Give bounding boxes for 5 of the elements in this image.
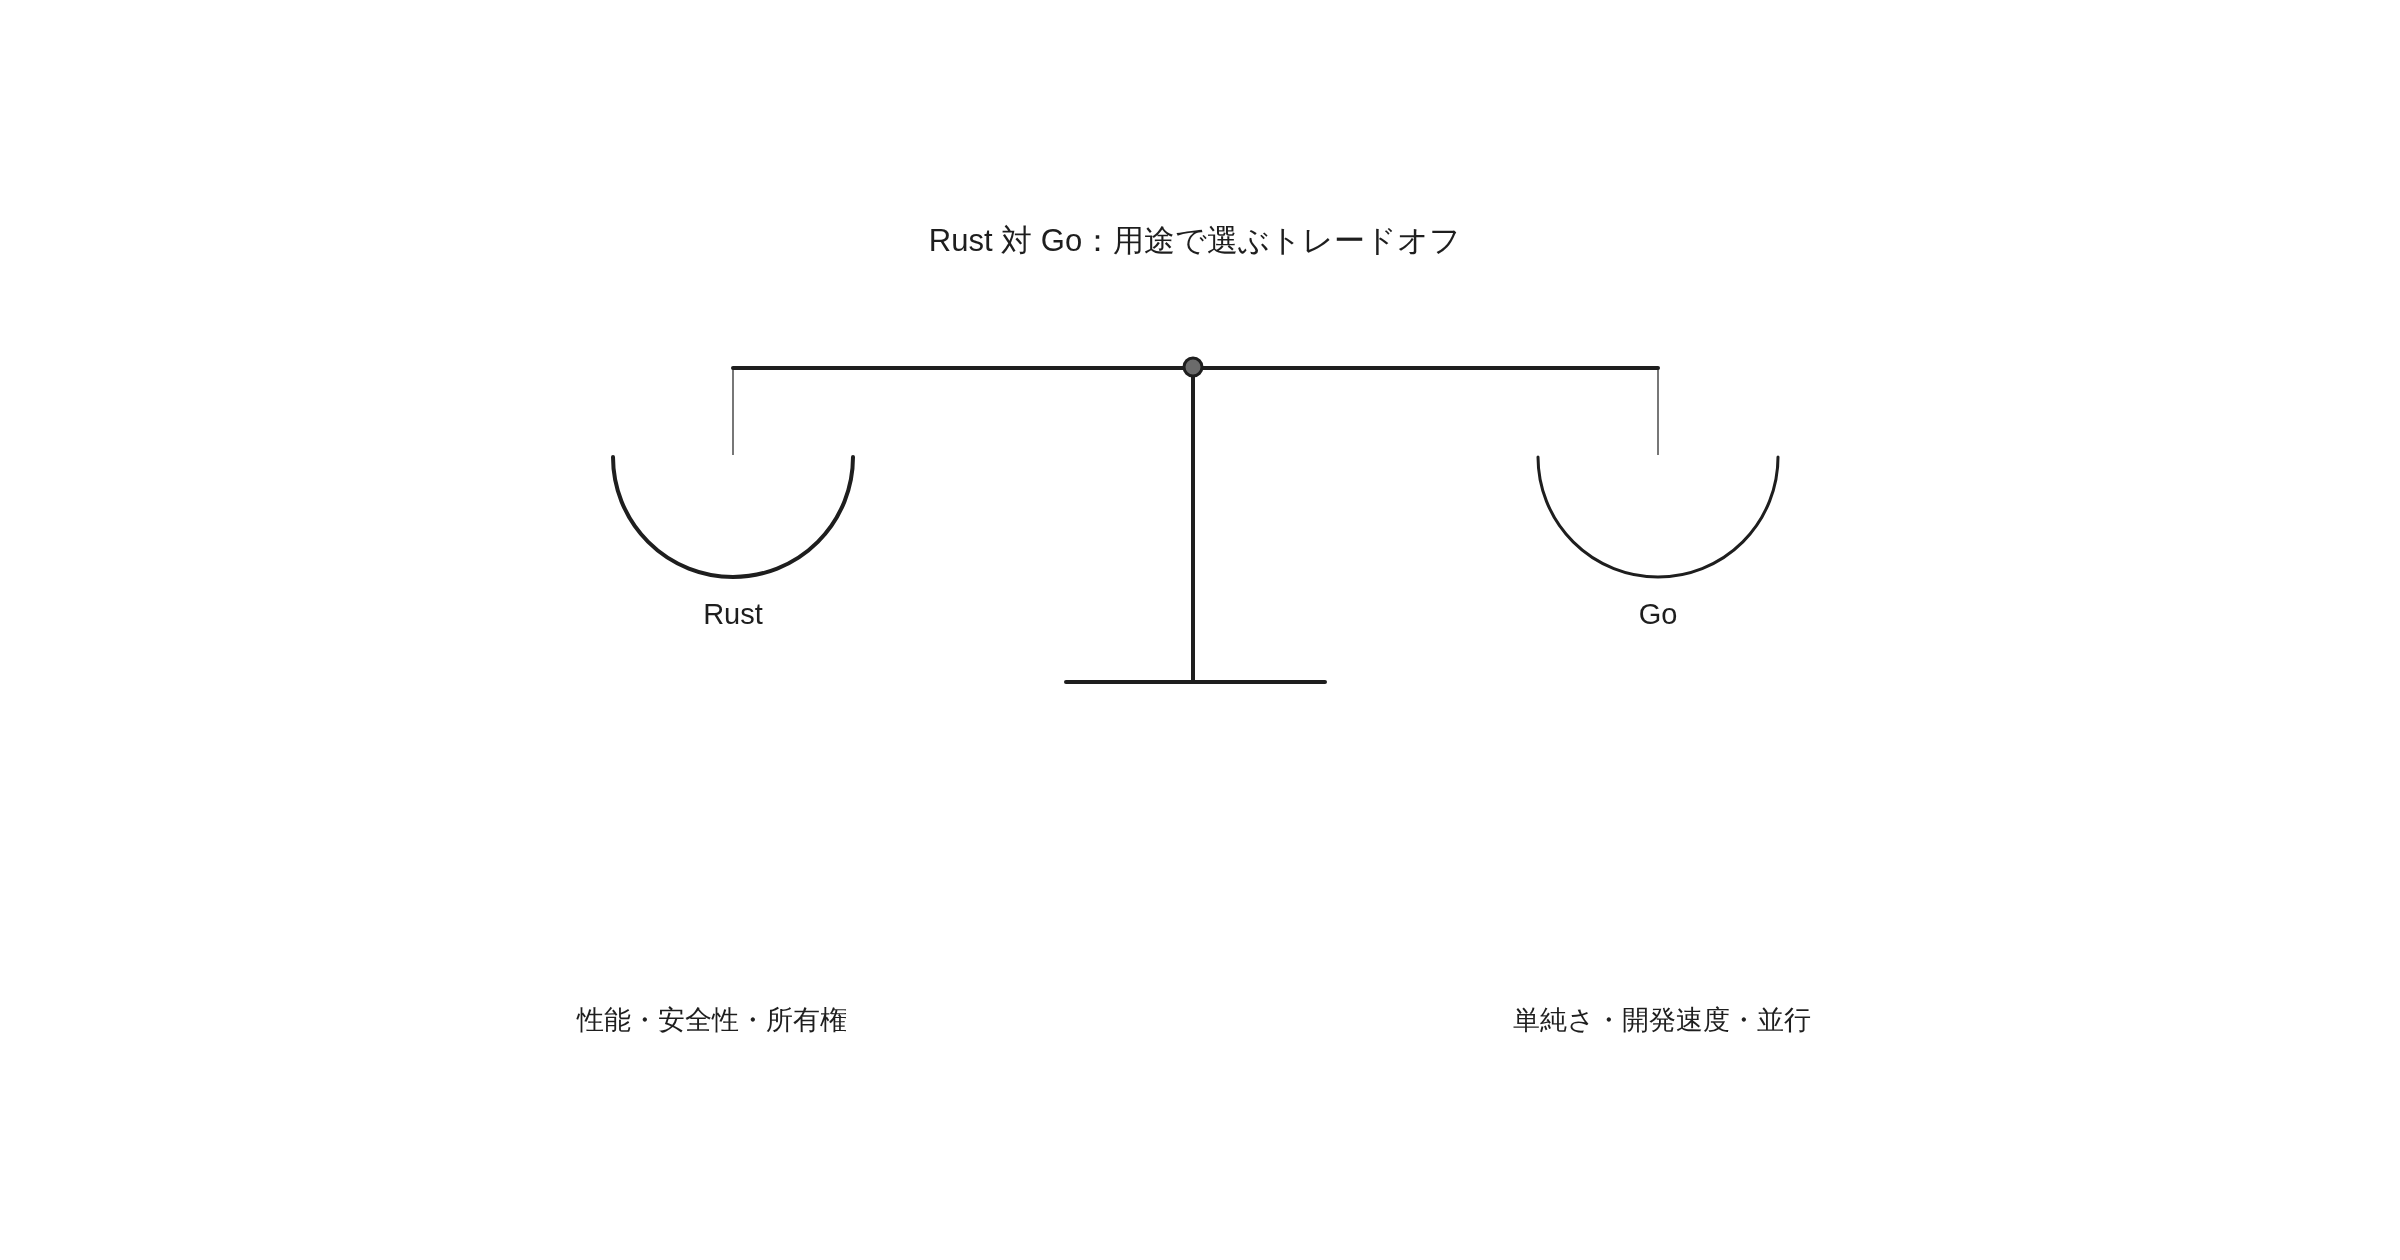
- pan-label: Go: [1638, 597, 1678, 632]
- feature-list-text: 単純さ・開発速度・並行: [1513, 1004, 1811, 1037]
- feature-list-text: 性能・安全性・所有権: [577, 1004, 847, 1037]
- pan-label: Rust: [703, 597, 763, 632]
- diagram-title: Rust 対 Go：用途で選ぶトレードオフ: [928, 222, 1462, 260]
